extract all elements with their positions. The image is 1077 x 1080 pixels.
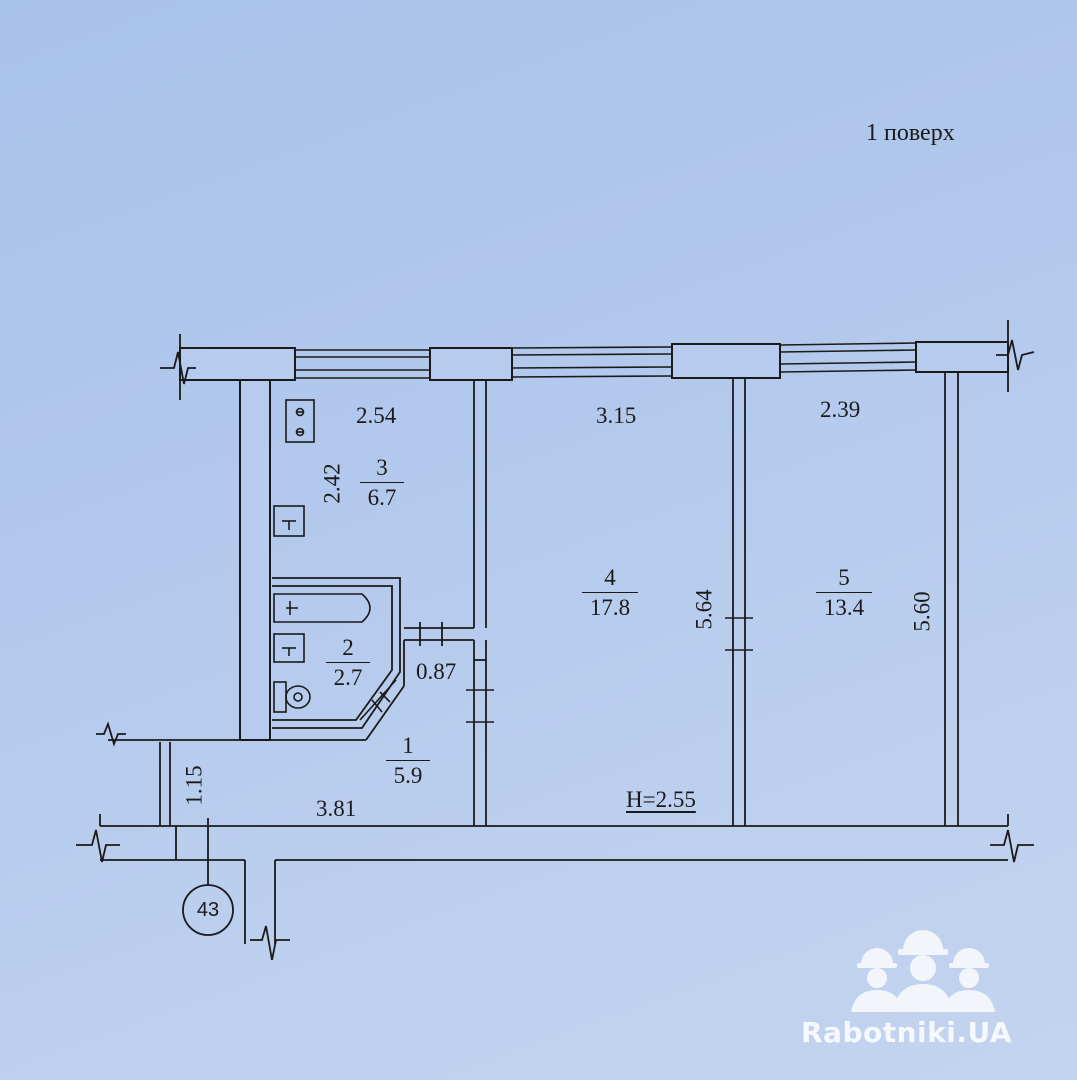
break-mark <box>76 814 1034 961</box>
ceiling-height-label: H=2.55 <box>626 787 696 812</box>
room5-depth-label: 5.60 <box>909 591 935 632</box>
room-area: 5.9 <box>393 763 423 788</box>
stove-icon <box>285 399 315 443</box>
partition-wall <box>473 380 487 826</box>
room2-label: 2 2.7 <box>326 636 370 689</box>
partition-wall <box>732 378 746 826</box>
window <box>779 342 917 373</box>
break-mark <box>160 320 1035 400</box>
room4-label: 4 17.8 <box>582 566 638 619</box>
corridor-width-label: 1.15 <box>181 765 207 806</box>
room-number: 2 <box>326 636 370 663</box>
interior-wall <box>239 379 271 741</box>
room4-depth-label: 5.64 <box>691 589 717 630</box>
room3-label: 3 6.7 <box>360 456 404 509</box>
window <box>511 346 673 378</box>
watermark-text: Rabotniki.UA <box>801 1016 1013 1049</box>
closet-width-label: 0.87 <box>416 659 457 684</box>
three-workers-helmets-icon <box>851 930 995 1012</box>
window <box>295 349 430 379</box>
washbasin-icon <box>273 633 305 663</box>
room5-width-label: 2.39 <box>820 397 861 422</box>
room-area: 17.8 <box>589 595 631 620</box>
room4-width-label: 3.15 <box>596 403 637 428</box>
bathroom-door <box>359 679 397 721</box>
break-mark <box>96 721 126 747</box>
bottom-wall <box>100 825 1008 944</box>
top-wall <box>179 341 1009 381</box>
room-area: 13.4 <box>823 595 865 620</box>
room-number: 3 <box>360 456 404 483</box>
section-marker: 43 <box>196 898 220 921</box>
bathroom-wall <box>270 577 405 741</box>
corridor-wall <box>108 739 240 826</box>
door-mark <box>466 617 753 723</box>
room-number: 1 <box>386 734 430 761</box>
bathtub-icon <box>273 593 371 623</box>
sink-icon <box>273 505 305 537</box>
room5-label: 5 13.4 <box>816 566 872 619</box>
toilet-icon <box>273 681 311 713</box>
room-area: 2.7 <box>333 665 363 690</box>
watermark: Rabotniki.UA <box>795 928 1055 1058</box>
closet-wall <box>404 622 486 661</box>
room1-label: 1 5.9 <box>386 734 430 787</box>
room-number: 5 <box>816 566 872 593</box>
room3-depth-label: 2.42 <box>319 463 345 504</box>
floor-title: 1 поверх <box>866 120 955 146</box>
partition-wall <box>944 372 959 826</box>
room-area: 6.7 <box>367 485 397 510</box>
room-number: 4 <box>582 566 638 593</box>
corridor-length-label: 3.81 <box>316 796 357 821</box>
section-line <box>182 818 234 936</box>
room3-width-label: 2.54 <box>356 403 397 428</box>
